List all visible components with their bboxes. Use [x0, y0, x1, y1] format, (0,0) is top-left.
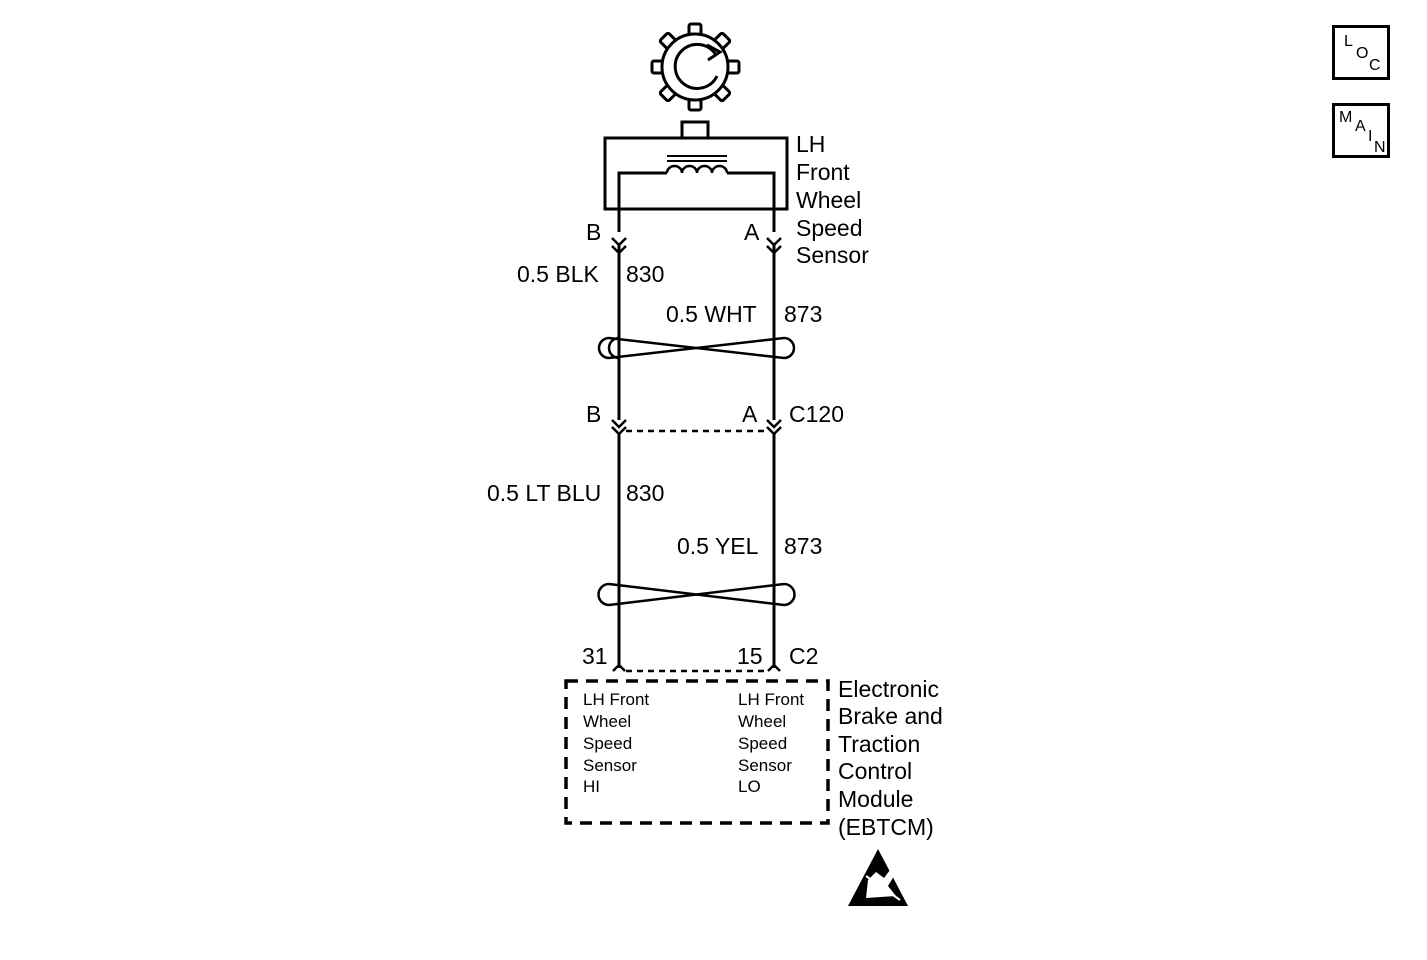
terminal-lo-line: Speed: [738, 734, 787, 753]
terminal-lo-line: LH Front: [738, 690, 804, 709]
wire-830-upper-color: 0.5 BLK: [517, 261, 599, 287]
c120-pin-b-label: B: [586, 401, 601, 427]
main-letter-3: I: [1368, 128, 1373, 145]
terminal-hi-line: Wheel: [583, 712, 631, 731]
ebtcm-terminal-lo: LH Front Wheel Speed Sensor LO: [738, 690, 804, 796]
wire-830-lower-color: 0.5 LT BLU: [487, 480, 601, 506]
c120-pin-a-label: A: [742, 401, 758, 427]
terminal-hi-line: Speed: [583, 734, 632, 753]
module-name-line: Traction: [838, 731, 920, 757]
module-name-line: Brake and: [838, 703, 943, 729]
wires: [617, 245, 776, 668]
loc-button[interactable]: L O C: [1332, 25, 1390, 80]
terminal-hi-line: LH Front: [583, 690, 649, 709]
wire-830-lower-circuit: 830: [626, 480, 664, 506]
ebtcm-module-name: Electronic Brake and Traction Control Mo…: [838, 676, 943, 840]
ebtcm-terminal-hi: LH Front Wheel Speed Sensor HI: [583, 690, 649, 796]
sensor-name-line: Speed: [796, 215, 863, 241]
wire-873-upper-circuit: 873: [784, 301, 822, 327]
sensor-name-line: Front: [796, 159, 850, 185]
main-letter-2: A: [1355, 118, 1366, 135]
module-name-line: Electronic: [838, 676, 939, 702]
sensor-name-line: Sensor: [796, 242, 869, 268]
c2-connector-symbol: [612, 663, 781, 673]
wire-830-upper-circuit: 830: [626, 261, 664, 287]
terminal-lo-line: LO: [738, 777, 761, 796]
ebtcm-module-box: [564, 679, 830, 825]
c120-connector-name: C120: [789, 401, 844, 427]
esd-warning-icon: [848, 849, 908, 906]
wheel-speed-sensor-body: [603, 120, 789, 232]
loc-letter-1: L: [1344, 33, 1353, 50]
c2-connector-name: C2: [789, 643, 818, 669]
loc-letter-2: O: [1356, 45, 1369, 62]
sensor-name-line: LH: [796, 131, 825, 157]
sensor-name-line: Wheel: [796, 187, 861, 213]
main-letter-4: N: [1374, 139, 1386, 156]
terminal-hi-line: Sensor: [583, 756, 637, 775]
terminal-hi-line: HI: [583, 777, 600, 796]
module-name-line: Module: [838, 786, 913, 812]
sensor-pin-a-label: A: [744, 219, 760, 245]
wire-873-upper-color: 0.5 WHT: [666, 301, 757, 327]
main-button[interactable]: M A I N: [1332, 103, 1390, 158]
c2-pin-15-label: 15: [737, 643, 763, 669]
wire-873-lower-circuit: 873: [784, 533, 822, 559]
module-name-line: Control: [838, 758, 912, 784]
main-letter-1: M: [1339, 109, 1353, 126]
loc-letter-3: C: [1369, 57, 1381, 74]
tone-wheel-icon: [650, 22, 741, 112]
terminal-lo-line: Wheel: [738, 712, 786, 731]
terminal-lo-line: Sensor: [738, 756, 792, 775]
c2-pin-31-label: 31: [582, 643, 608, 669]
sensor-name: LH Front Wheel Speed Sensor: [796, 131, 869, 268]
sensor-pin-b-label: B: [586, 219, 601, 245]
module-name-line: (EBTCM): [838, 814, 934, 840]
twisted-pair-lower-icon: [597, 582, 796, 607]
wire-873-lower-color: 0.5 YEL: [677, 533, 759, 559]
twisted-pair-upper-icon: [597, 336, 796, 360]
c120-connector-symbol: [611, 419, 782, 436]
